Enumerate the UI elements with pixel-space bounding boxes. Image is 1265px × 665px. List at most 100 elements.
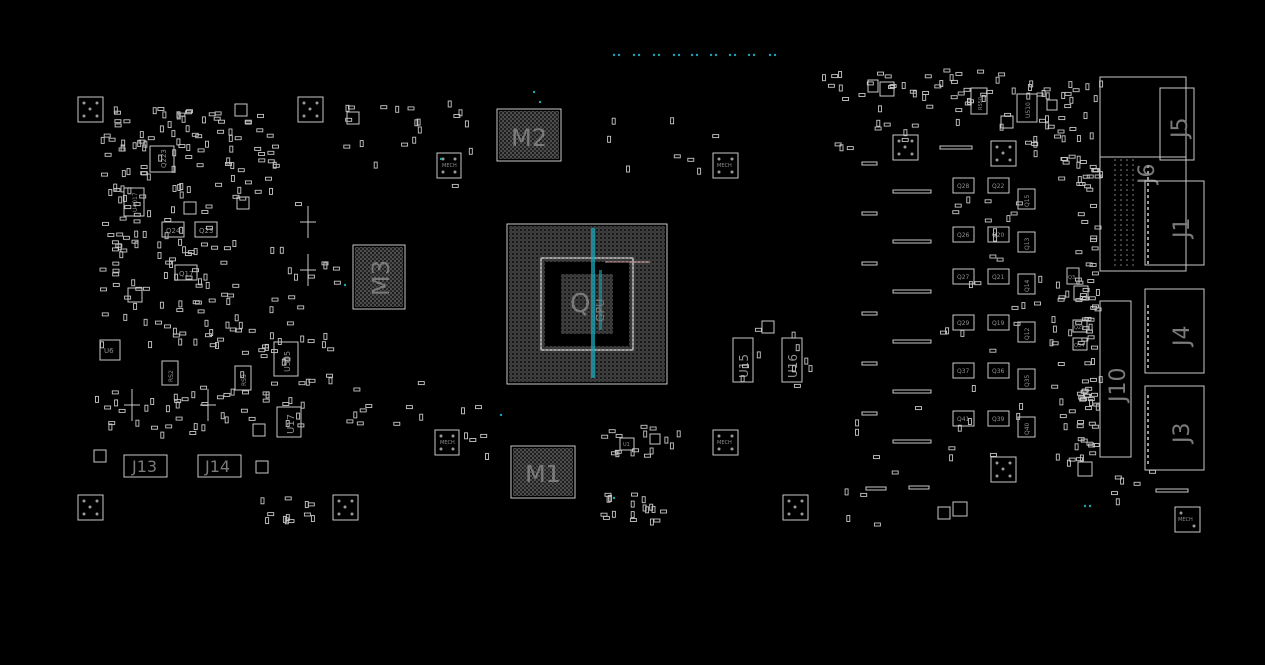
connector-j1[interactable]: J1 — [1144, 180, 1205, 266]
passive — [600, 512, 608, 517]
passive — [133, 212, 141, 217]
component-q25[interactable]: Q25 — [1072, 319, 1088, 333]
passive — [924, 74, 932, 79]
component-q34[interactable]: Q34 — [1072, 337, 1088, 351]
passive — [742, 364, 749, 369]
passive — [185, 275, 193, 280]
component-q37[interactable]: Q37 — [952, 362, 975, 379]
memory-chip-m1[interactable]: M1 — [510, 445, 576, 499]
passive — [173, 393, 178, 401]
passive — [883, 122, 891, 127]
component-u505[interactable]: U505 — [273, 341, 299, 377]
connector-j6[interactable]: J6 — [1099, 156, 1187, 272]
inductor — [939, 145, 973, 150]
passive — [1068, 409, 1076, 414]
component-u4017[interactable]: U4017 — [123, 187, 145, 217]
component-q23[interactable]: Q23 — [194, 221, 218, 238]
connector-j3[interactable]: J3 — [1144, 385, 1205, 471]
part-label: U4017 — [132, 192, 139, 212]
passive — [1089, 451, 1097, 456]
pin — [1126, 249, 1128, 251]
component-q35[interactable]: Q35 — [1017, 368, 1036, 390]
pin — [1120, 249, 1122, 251]
mounting-hole[interactable] — [332, 494, 359, 521]
passive — [179, 183, 184, 190]
connector-j14[interactable]: J14 — [197, 454, 242, 478]
passive — [116, 232, 124, 237]
part-label: Q36 — [992, 368, 1005, 375]
passive — [288, 295, 296, 300]
part-label: Q21 — [992, 274, 1005, 281]
passive — [122, 194, 127, 202]
passive — [822, 74, 826, 82]
component-q22[interactable]: Q22 — [987, 177, 1010, 194]
mounting-hole[interactable] — [297, 96, 324, 123]
component-u1[interactable]: U1 — [619, 437, 635, 451]
component-q36[interactable]: Q36 — [987, 362, 1010, 379]
component-rs2[interactable]: RS2 — [161, 360, 179, 386]
mounting-hole[interactable] — [712, 152, 739, 179]
passive — [1080, 389, 1088, 394]
component-rs50[interactable]: RS50 — [970, 87, 988, 115]
mounting-hole[interactable] — [712, 429, 739, 456]
passive — [117, 243, 122, 251]
component-q39[interactable]: Q39 — [987, 410, 1010, 427]
memory-chip-m3[interactable]: M3 — [352, 244, 406, 310]
passive — [873, 522, 881, 527]
passive — [1011, 87, 1016, 95]
passive — [175, 401, 180, 409]
passive — [122, 235, 130, 240]
component-q29[interactable]: Q29 — [952, 314, 975, 331]
mounting-hole[interactable] — [990, 456, 1017, 483]
component-q17[interactable]: Q17 — [174, 264, 198, 281]
component-q40[interactable]: Q40 — [1017, 416, 1036, 438]
component-q19[interactable]: Q19 — [987, 314, 1010, 331]
passive — [178, 338, 183, 346]
component-q41[interactable]: Q41 — [952, 410, 975, 427]
mounting-hole[interactable] — [436, 152, 462, 179]
component-q14[interactable]: Q14 — [1017, 273, 1036, 295]
component-q3[interactable]: Q3 — [1066, 267, 1080, 285]
part-label: Q37 — [957, 368, 970, 375]
component-q223[interactable]: Q223 — [149, 145, 175, 173]
passive — [660, 509, 668, 514]
mounting-hole[interactable] — [990, 140, 1017, 167]
connector-j10[interactable]: J10 — [1099, 300, 1132, 458]
component-u17[interactable]: U17 — [276, 406, 302, 438]
connector-j5[interactable]: J5 — [1099, 76, 1195, 161]
mounting-hole[interactable] — [892, 134, 919, 161]
component-q24[interactable]: Q24 — [161, 221, 185, 238]
passive — [127, 187, 132, 195]
gpu-chip-q[interactable]: Q GPU — [506, 223, 668, 385]
connector-j4[interactable]: J4 — [1144, 288, 1205, 374]
passive — [332, 266, 340, 271]
component-q12[interactable]: Q12 — [1017, 321, 1036, 343]
passive — [712, 134, 720, 139]
passive — [192, 300, 200, 305]
mounting-hole[interactable] — [782, 494, 809, 521]
component-q20[interactable]: Q20 — [987, 226, 1010, 243]
mounting-hole[interactable] — [77, 494, 104, 521]
component-u6[interactable]: U6 — [99, 339, 121, 361]
passive — [1088, 421, 1096, 426]
component-q15[interactable]: Q15 — [1017, 188, 1036, 210]
memory-chip-m2[interactable]: M2 — [496, 108, 562, 162]
component-q21[interactable]: Q21 — [987, 268, 1010, 285]
mounting-hole[interactable] — [77, 96, 104, 123]
pin — [1114, 159, 1116, 161]
passive — [1057, 297, 1065, 302]
pin — [1147, 261, 1149, 264]
passive — [182, 246, 187, 254]
connector-j13[interactable]: J13 — [123, 454, 168, 478]
passive — [909, 89, 917, 94]
passive — [1087, 335, 1095, 340]
chip-label-gpu: GPU — [594, 299, 607, 322]
component-q27[interactable]: Q27 — [952, 268, 975, 285]
component-q13[interactable]: Q13 — [1017, 231, 1036, 253]
component-rs3[interactable]: RS3 — [234, 365, 252, 391]
component-q28[interactable]: Q28 — [952, 177, 975, 194]
mounting-hole[interactable] — [434, 429, 460, 456]
component-q26[interactable]: Q26 — [952, 226, 975, 243]
pin — [1114, 264, 1116, 266]
mounting-hole[interactable] — [1174, 506, 1201, 533]
